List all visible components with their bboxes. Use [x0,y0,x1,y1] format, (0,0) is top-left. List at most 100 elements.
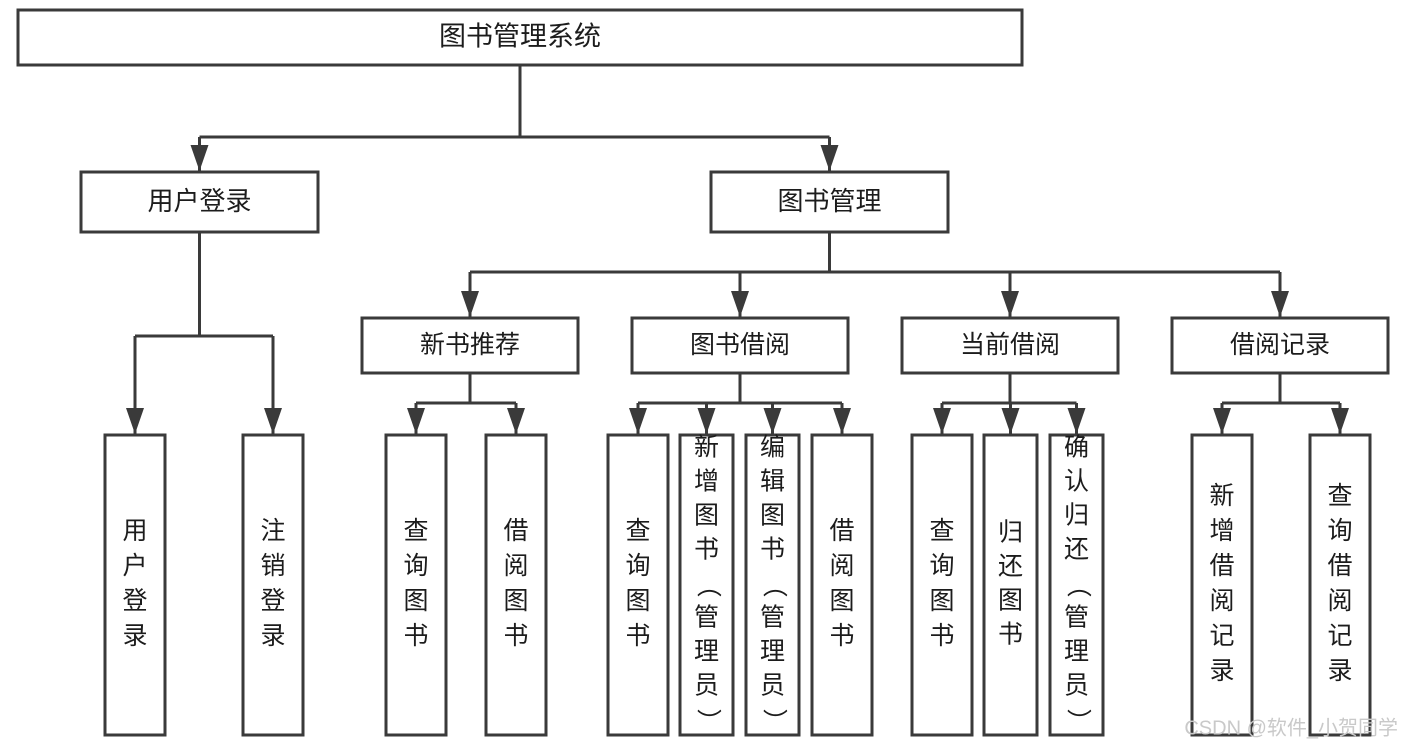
leaf-node-leaf-query-borrow-record-glyph: 借 [1327,552,1352,580]
node-root-root[interactable]: 图书管理系统 [16,8,1024,67]
node-level3-book-borrow[interactable]: 图书借阅 [630,316,850,375]
leaf-node-leaf-add-borrow-record-glyph: 借 [1209,552,1234,580]
leaf-node-leaf-borrow-book-recommend-glyph: 借 [503,517,528,545]
arrow-head-icon-book-borrow-to-leaf-edit-book [763,408,782,434]
arrow-head-icon-bookmanage-to-borrow-record [1271,291,1289,317]
node-root-root-rect [16,8,1024,67]
node-level3-borrow-record-rect [1170,316,1390,375]
leaf-node-leaf-add-book-glyph: 书 [694,536,719,564]
arrow-head-icon-borrow-record-to-leaf-add-borrow-record [1213,408,1231,434]
leaf-node-leaf-logout-glyph: 销 [260,552,285,580]
leaf-node-leaf-add-borrow-record-glyph: 阅 [1209,587,1234,615]
node-level3-borrow-record[interactable]: 借阅记录 [1170,316,1390,375]
node-level2-user-login-label: 用户登录 [147,186,251,216]
leaf-node-leaf-edit-book-glyph: ） [760,708,788,733]
node-level2-book-manage[interactable]: 图书管理 [709,170,950,234]
arrow-head-icon-root-to-book-manage [820,145,839,171]
node-level2-user-login-rect [79,170,320,234]
leaf-node-leaf-add-book-glyph: （ [694,572,722,597]
leaf-node-leaf-logout-glyph: 登 [260,587,285,615]
leaf-node-leaf-confirm-return-glyph: 理 [1064,638,1089,666]
leaf-node-leaf-add-borrow-record-glyph: 录 [1209,657,1234,685]
leaf-node-leaf-query-book-recommend-rect [384,433,448,737]
leaf-node-leaf-query-book-recommend-glyph: 书 [403,622,428,650]
leaf-node-leaf-confirm-return-glyph: （ [1064,572,1092,597]
leaf-node-leaf-user-login-glyph: 录 [122,622,147,650]
leaf-node-leaf-edit-book-glyph: （ [760,572,788,597]
node-level2-user-login[interactable]: 用户登录 [79,170,320,234]
leaf-node-leaf-query-book-borrow-glyph: 图 [625,587,650,615]
leaf-node-leaf-confirm-return-glyph: 还 [1064,536,1089,564]
leaf-node-leaf-user-login-glyph: 用 [122,517,147,545]
node-level3-new-book-recommend[interactable]: 新书推荐 [360,316,580,375]
arrow-head-icon-book-borrow-to-leaf-query-book-borrow [629,408,647,434]
csdn-watermark: CSDN @软件_小贺同学 [1184,716,1398,739]
leaf-node-leaf-return-book-glyph: 图 [998,587,1023,615]
leaf-node-leaf-query-book-recommend-glyph: 图 [403,587,428,615]
arrow-head-icon-user-login-to-leaf-logout [264,408,282,434]
leaf-node-leaf-query-book-borrow-rect [606,433,670,737]
arrow-head-icon-bookmanage-to-current-borrow [1001,291,1019,317]
leaf-node-leaf-query-book-current-glyph: 书 [929,622,954,650]
leaf-node-leaf-query-borrow-record-glyph: 询 [1327,517,1352,545]
leaf-node-leaf-user-login[interactable]: 用户登录 [103,433,167,737]
leaf-node-leaf-return-book-rect [982,433,1039,737]
leaf-node-leaf-edit-book-glyph: 管 [760,604,785,632]
leaf-node-leaf-query-borrow-record-glyph: 查 [1327,482,1352,510]
leaf-node-leaf-add-borrow-record-glyph: 新 [1209,482,1234,510]
node-level3-book-borrow-rect [630,316,850,375]
node-level3-new-book-recommend-rect [360,316,580,375]
leaf-node-leaf-add-borrow-record-glyph: 增 [1209,517,1234,545]
leaf-node-leaf-confirm-return-glyph: 员 [1064,672,1089,700]
leaf-node-leaf-edit-book-glyph: 图 [760,502,785,530]
leaf-node-leaf-confirm-return-glyph: 确 [1064,434,1089,462]
leaf-node-leaf-return-book-glyph: 还 [998,553,1023,581]
node-level3-current-borrow-rect [900,316,1120,375]
leaf-node-leaf-user-login-glyph: 户 [122,552,147,580]
node-level3-current-borrow-label: 当前借阅 [960,331,1060,359]
leaf-node-leaf-edit-book-glyph: 书 [760,536,785,564]
leaf-node-leaf-query-book-borrow-glyph: 询 [625,552,650,580]
leaf-node-leaf-query-borrow-record-rect [1308,433,1372,737]
connector-layer [126,65,1349,434]
leaf-node-leaf-edit-book-glyph: 理 [760,638,785,666]
node-level2-book-manage-rect [709,170,950,234]
leaf-node-leaf-confirm-return-glyph: 认 [1064,468,1089,496]
leaf-node-leaf-logout-glyph: 注 [260,517,285,545]
leaf-node-leaf-query-borrow-record-glyph: 阅 [1327,587,1352,615]
arrow-head-icon-root-to-user-login [190,145,209,171]
leaf-node-leaf-confirm-return-rect [1048,433,1105,737]
node-level3-current-borrow[interactable]: 当前借阅 [900,316,1120,375]
arrow-head-icon-bookmanage-to-new-book-recommend [461,291,479,317]
leaf-node-leaf-borrow-book-glyph: 借 [829,517,854,545]
leaf-node-leaf-add-book-glyph: 图 [694,502,719,530]
arrow-head-icon-book-borrow-to-leaf-add-book [697,408,716,434]
arrow-head-icon-new-book-recommend-to-leaf-query-book-recommend [407,408,425,434]
leaf-node-leaf-query-book-current-glyph: 查 [929,517,954,545]
arrow-head-icon-current-borrow-to-leaf-return-book [1001,408,1020,434]
node-layer: 图书管理系统用户登录图书管理新书推荐图书借阅当前借阅借阅记录用户登录注销登录查询… [16,8,1390,737]
leaf-node-leaf-borrow-book-recommend-glyph: 阅 [503,552,528,580]
leaf-node-leaf-query-book-current-rect [910,433,974,737]
leaf-node-leaf-borrow-book-recommend-rect [484,433,548,737]
leaf-node-leaf-logout-glyph: 录 [260,622,285,650]
leaf-node-leaf-borrow-book-recommend-glyph: 图 [503,587,528,615]
leaf-node-leaf-query-book-borrow-glyph: 查 [625,517,650,545]
leaf-node-leaf-confirm-return-glyph: 归 [1064,502,1089,530]
arrow-head-icon-bookmanage-to-book-borrow [731,291,749,317]
leaf-node-leaf-add-book-glyph: 管 [694,604,719,632]
leaf-node-leaf-borrow-book-glyph: 图 [829,587,854,615]
